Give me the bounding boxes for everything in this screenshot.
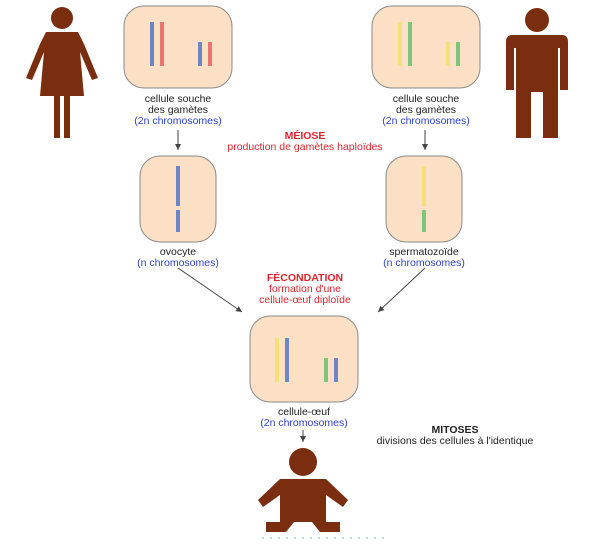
sperm-chromosome-count: (n chromosomes): [383, 257, 465, 269]
meiosis-subtitle: production de gamètes haploïdes: [227, 141, 383, 153]
mitosis-title: MITOSES: [431, 424, 479, 436]
chromosome: [408, 22, 412, 66]
chromosome: [275, 338, 279, 382]
father-cell-label-line1: cellule souche: [392, 93, 460, 105]
father-cell-chromosome-count: (2n chromosomes): [382, 115, 470, 127]
oocyte-label: ovocyte: [159, 246, 197, 258]
mother-cell-label-line2: des gamètes: [147, 104, 209, 116]
chromosome: [176, 210, 180, 232]
chromosome: [198, 42, 202, 66]
mother-cell-label-line1: cellule souche: [144, 93, 212, 105]
chromosome: [456, 42, 460, 66]
fertilization-line1: formation d'une: [268, 283, 342, 295]
chromosome: [422, 210, 426, 232]
arrow-oocyte-to-zygote: [177, 267, 243, 313]
zygote-chromosome-count: (2n chromosomes): [260, 417, 348, 429]
zygote-cell: [249, 315, 359, 403]
man-silhouette-icon: [506, 8, 568, 138]
mother-stem-cell: [123, 5, 233, 89]
woman-silhouette-icon: [26, 7, 98, 138]
mitosis-subtitle: divisions des cellules à l'identique: [376, 435, 534, 447]
fertilization-line2: cellule-œuf diploïde: [259, 294, 351, 306]
baby-silhouette-icon: [258, 448, 348, 532]
arrow-sperm-to-zygote: [377, 267, 426, 313]
sperm-label: spermatozoïde: [389, 246, 459, 258]
chromosome: [208, 42, 212, 66]
father-cell-label-line2: des gamètes: [395, 104, 457, 116]
father-stem-cell: [371, 5, 481, 89]
chromosome: [422, 166, 426, 206]
oocyte-chromosome-count: (n chromosomes): [137, 257, 219, 269]
chromosome: [324, 358, 328, 382]
chromosome: [285, 338, 289, 382]
fertilization-title: FÉCONDATION: [266, 272, 344, 284]
chromosome: [176, 166, 180, 206]
meiosis-title: MÉIOSE: [284, 130, 326, 142]
mother-cell-chromosome-count: (2n chromosomes): [134, 115, 222, 127]
chromosome: [160, 22, 164, 66]
chromosome: [334, 358, 338, 382]
chromosome: [446, 42, 450, 66]
zygote-label: cellule-œuf: [278, 406, 330, 418]
chromosome: [150, 22, 154, 66]
chromosome: [398, 22, 402, 66]
